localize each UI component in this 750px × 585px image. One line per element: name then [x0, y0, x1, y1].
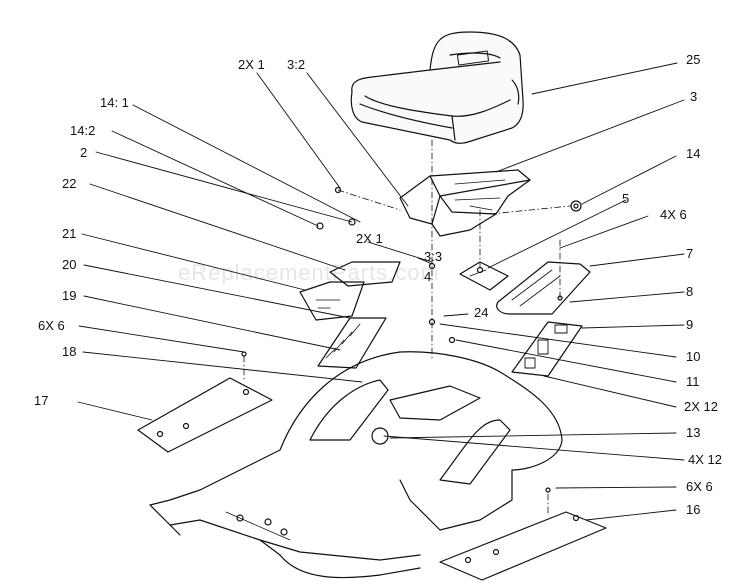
screw-3-part — [448, 336, 456, 344]
callout-9: 9 — [686, 317, 694, 332]
callout-8: 8 — [686, 284, 694, 299]
fender-body-part — [149, 351, 563, 579]
callout-21: 21 — [62, 226, 77, 241]
callout-3-2: 3:2 — [287, 57, 306, 72]
screw-4-part — [241, 351, 247, 357]
callout-6x6-right: 6X 6 — [686, 479, 713, 494]
plate-right-part — [439, 511, 607, 581]
callout-3: 3 — [690, 89, 698, 104]
plate-left-part — [137, 377, 273, 453]
seat-pan-part — [399, 169, 531, 237]
rail-plate-part — [496, 261, 591, 315]
screw-5-part — [545, 487, 551, 493]
callout-4x12: 4X 12 — [688, 452, 722, 467]
callout-14-1: 14: 1 — [100, 95, 129, 110]
callout-2x1-mid: 2X 1 — [356, 231, 383, 246]
callout-6x6-left: 6X 6 — [38, 318, 65, 333]
callout-19: 19 — [62, 288, 77, 303]
seat-part — [350, 31, 524, 144]
callout-14: 14 — [686, 146, 701, 161]
callout-7: 7 — [686, 246, 694, 261]
callout-10: 10 — [686, 349, 701, 364]
callout-22: 22 — [62, 176, 77, 191]
leader-lines — [77, 62, 685, 521]
callout-2x1-top: 2X 1 — [238, 57, 265, 72]
callout-17: 17 — [34, 393, 49, 408]
callout-2x12: 2X 12 — [684, 399, 718, 414]
alignment-lines — [243, 139, 571, 517]
rail-part — [511, 321, 583, 377]
callout-24: 24 — [474, 305, 489, 320]
callout-5: 5 — [622, 191, 630, 206]
washer-2-part — [428, 262, 436, 270]
watermark-text: eReplacementParts.com — [178, 260, 440, 285]
bracket-part — [459, 261, 509, 291]
washer-part — [348, 218, 356, 226]
callout-14-2: 14:2 — [70, 123, 96, 138]
callout-4x6: 4X 6 — [660, 207, 687, 222]
callout-20: 20 — [62, 257, 77, 272]
callout-13: 13 — [686, 425, 701, 440]
callout-16: 16 — [686, 502, 701, 517]
knob-part — [570, 200, 582, 212]
callout-3-3: 3:3 — [424, 249, 443, 264]
bolt-1-part — [334, 186, 342, 194]
pad-part — [317, 317, 387, 369]
callout-2: 2 — [80, 145, 88, 160]
callout-18: 18 — [62, 344, 77, 359]
callout-4: 4 — [424, 269, 432, 284]
spring-bracket-part — [299, 261, 401, 321]
callout-25: 25 — [686, 52, 701, 67]
callout-11: 11 — [686, 374, 700, 389]
